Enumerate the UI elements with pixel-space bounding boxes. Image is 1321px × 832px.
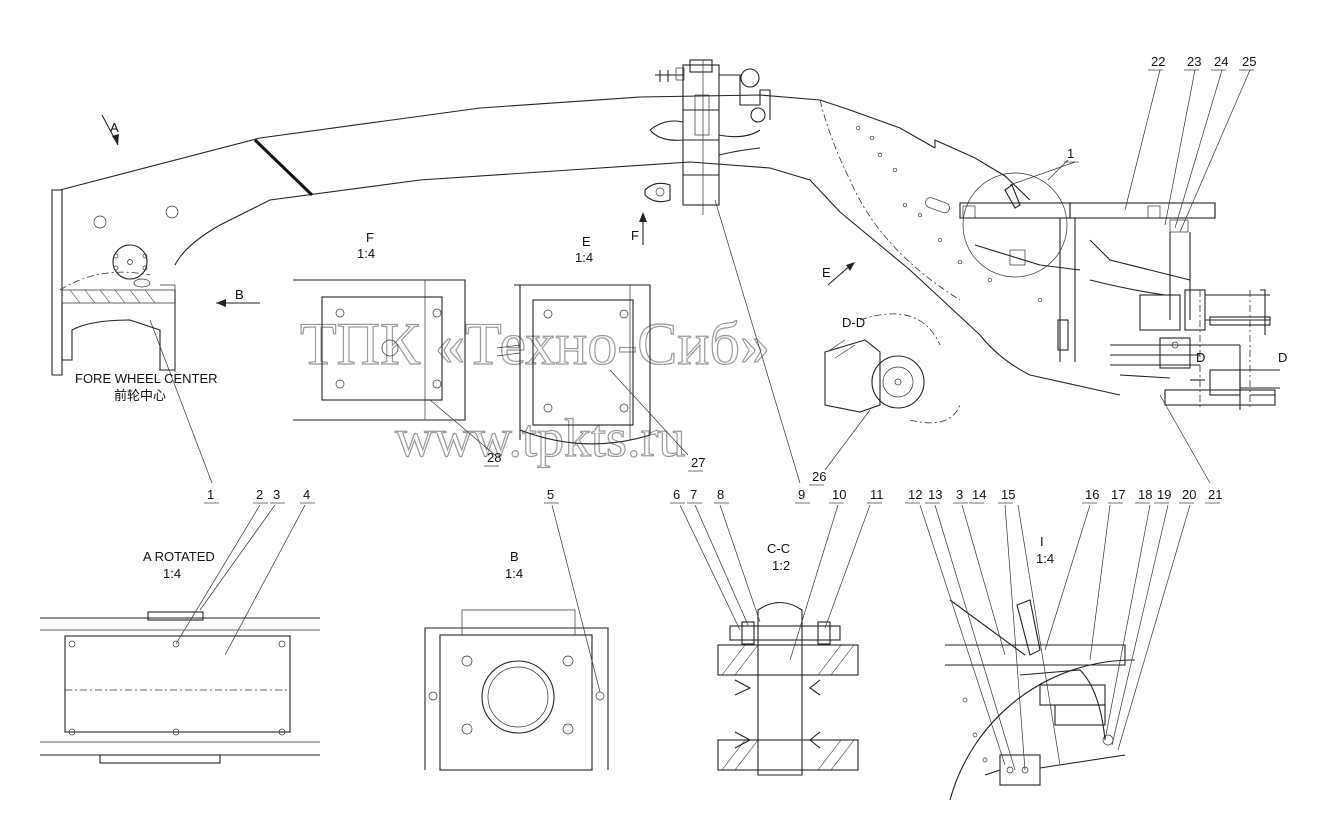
detail-i-title: I bbox=[1040, 534, 1044, 549]
part-label-10: 10 bbox=[832, 487, 846, 502]
detail-i-circle bbox=[962, 159, 1081, 278]
part-label-1: 1 bbox=[207, 487, 214, 502]
section-mark-d-right: D bbox=[1278, 350, 1287, 365]
pivot-hitch-assembly bbox=[644, 59, 771, 215]
view-f: F 1:4 bbox=[293, 230, 496, 456]
part-label-7: 7 bbox=[690, 487, 697, 502]
section-mark-d-left: D bbox=[1196, 350, 1205, 365]
view-arrow-e-label: E bbox=[822, 265, 831, 280]
part-label-3: 3 bbox=[273, 487, 280, 502]
part-label-19: 19 bbox=[1157, 487, 1171, 502]
view-b: B 1:4 bbox=[424, 504, 609, 771]
part-label-26: 26 bbox=[812, 469, 826, 484]
section-c-c-title: C-C bbox=[767, 541, 790, 556]
view-f-scale: 1:4 bbox=[357, 246, 375, 261]
part-label-9: 9 bbox=[798, 487, 805, 502]
fore-wheel-center-cn-label: 前轮中心 bbox=[114, 388, 166, 403]
watermark-line-1: ТПК «Техно-Сиб» bbox=[300, 311, 770, 377]
part-label-24: 24 bbox=[1214, 54, 1228, 69]
part-label-12: 12 bbox=[908, 487, 922, 502]
detail-i: I 1:4 bbox=[919, 504, 1191, 801]
part-label-23: 23 bbox=[1187, 54, 1201, 69]
view-a-rotated: A ROTATED 1:4 bbox=[40, 504, 320, 764]
part-label-25: 25 bbox=[1242, 54, 1256, 69]
view-e: E 1:4 bbox=[496, 234, 689, 456]
view-arrow-b: B bbox=[216, 287, 260, 307]
section-d-d-title: D-D bbox=[842, 315, 865, 330]
part-label-17: 17 bbox=[1111, 487, 1125, 502]
view-arrow-f-label: F bbox=[631, 228, 639, 243]
part-label-1: 1 bbox=[1067, 146, 1074, 161]
part-label-3: 3 bbox=[956, 487, 963, 502]
part-label-13: 13 bbox=[928, 487, 942, 502]
view-a-scale: 1:4 bbox=[163, 566, 181, 581]
view-b-title: B bbox=[510, 549, 519, 564]
part-label-14: 14 bbox=[972, 487, 986, 502]
rear-mount-assembly bbox=[959, 202, 1280, 410]
view-e-title: E bbox=[582, 234, 591, 249]
view-b-scale: 1:4 bbox=[505, 566, 523, 581]
part-label-28: 28 bbox=[487, 450, 501, 465]
view-arrow-a: A bbox=[101, 114, 119, 146]
part-label-20: 20 bbox=[1182, 487, 1196, 502]
part-label-6: 6 bbox=[673, 487, 680, 502]
watermark-line-2: www.tpkts.ru bbox=[395, 408, 686, 468]
fore-wheel-center-label: FORE WHEEL CENTER bbox=[75, 371, 218, 386]
section-c-c-scale: 1:2 bbox=[772, 558, 790, 573]
part-label-22: 22 bbox=[1151, 54, 1165, 69]
view-arrow-a-label: A bbox=[110, 120, 119, 135]
part-label-18: 18 bbox=[1138, 487, 1152, 502]
section-mark-d: D D bbox=[1190, 350, 1287, 396]
detail-i-scale: 1:4 bbox=[1036, 551, 1054, 566]
part-label-4: 4 bbox=[303, 487, 310, 502]
upper-leaders bbox=[149, 69, 1251, 484]
view-a-title: A ROTATED bbox=[143, 549, 215, 564]
part-label-15: 15 bbox=[1001, 487, 1015, 502]
view-arrow-e: E bbox=[822, 262, 855, 286]
part-label-5: 5 bbox=[547, 487, 554, 502]
view-f-title: F bbox=[366, 230, 374, 245]
view-arrow-f: F bbox=[631, 212, 647, 245]
part-label-2: 2 bbox=[256, 487, 263, 502]
part-label-27: 27 bbox=[691, 455, 705, 470]
section-c-c: C-C 1:2 bbox=[679, 504, 871, 776]
part-label-16: 16 bbox=[1085, 487, 1099, 502]
part-label-21: 21 bbox=[1208, 487, 1222, 502]
view-e-scale: 1:4 bbox=[575, 250, 593, 265]
view-arrow-b-label: B bbox=[235, 287, 244, 302]
part-label-11: 11 bbox=[870, 487, 884, 502]
part-label-8: 8 bbox=[717, 487, 724, 502]
section-d-d: D-D bbox=[824, 313, 961, 471]
main-frame-beam bbox=[51, 94, 1121, 396]
